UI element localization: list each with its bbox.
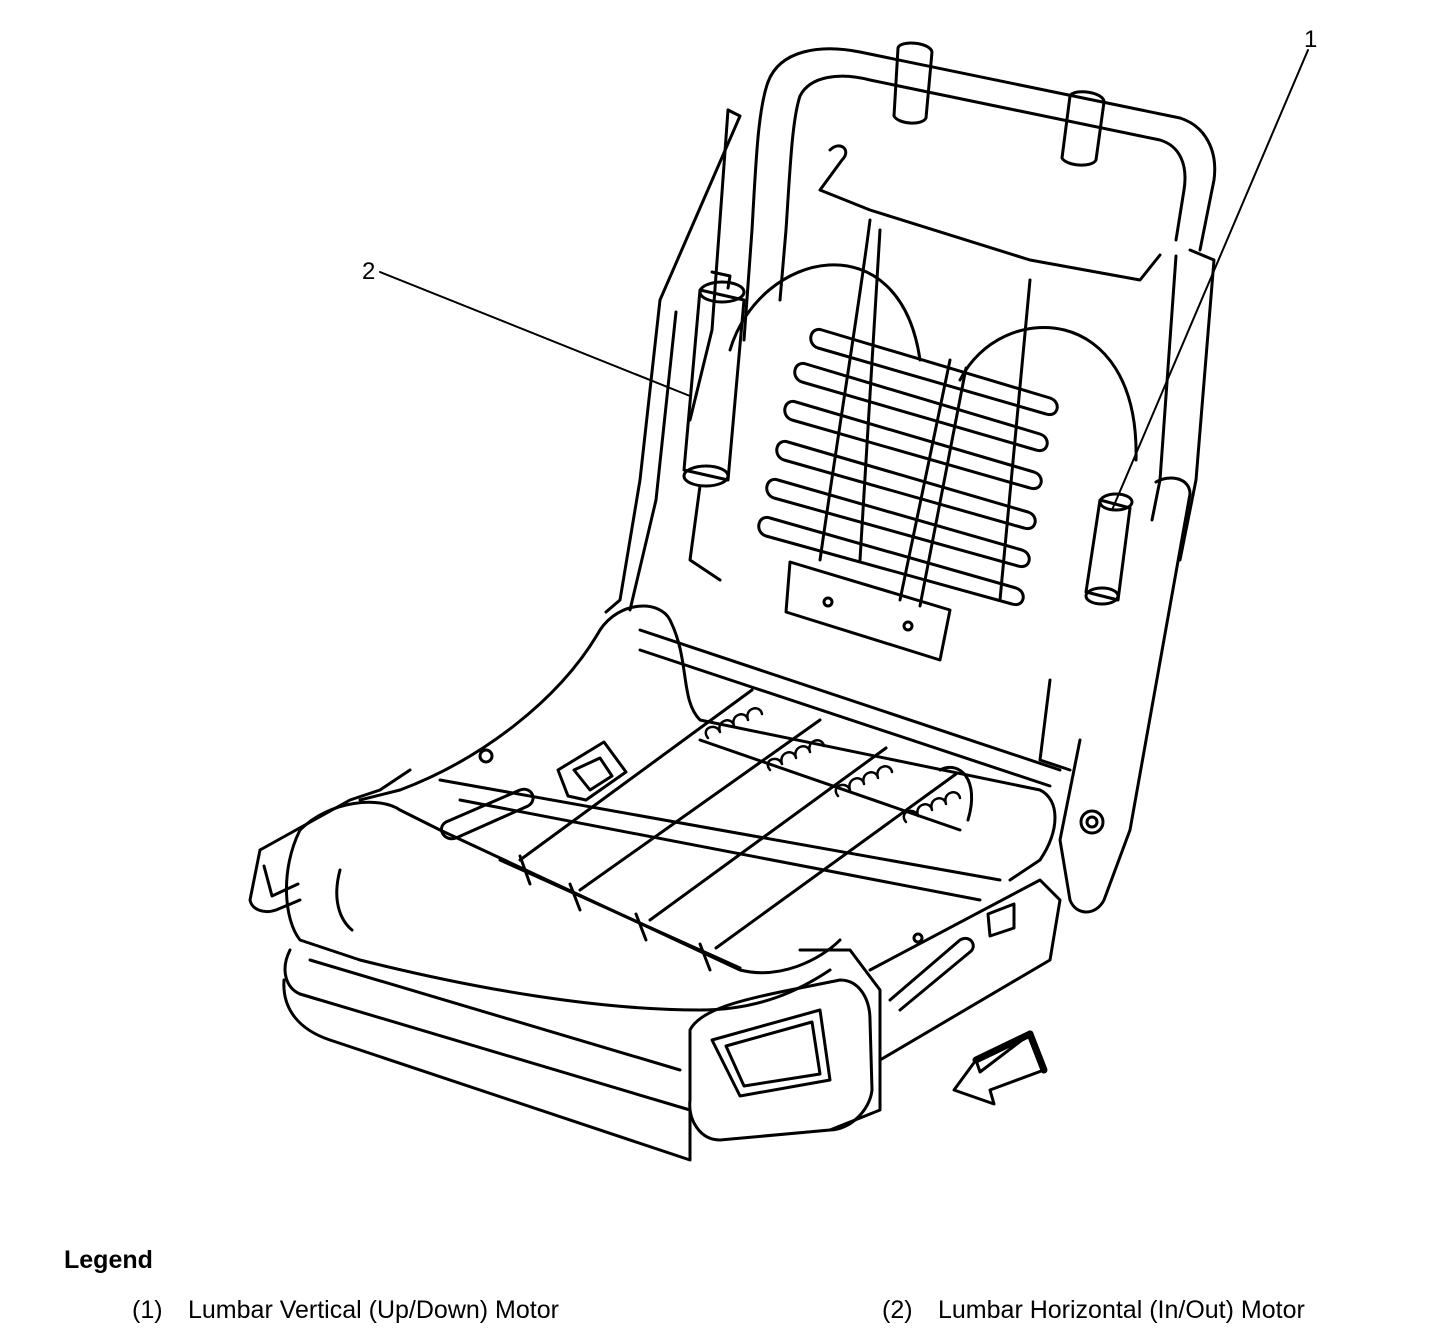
lumbar-vertical-motor bbox=[1084, 492, 1134, 606]
forward-arrow-icon bbox=[952, 1030, 1048, 1106]
leader-line-1 bbox=[1111, 49, 1309, 511]
legend-item-text: Lumbar Vertical (Up/Down) Motor bbox=[188, 1296, 559, 1324]
legend-item-number: (2) bbox=[882, 1296, 913, 1324]
leader-line-2 bbox=[379, 271, 691, 397]
legend-item-text: Lumbar Horizontal (In/Out) Motor bbox=[938, 1296, 1305, 1324]
callout-1-label: 1 bbox=[1304, 26, 1318, 53]
legend-title: Legend bbox=[64, 1246, 153, 1274]
seat-cushion-frame bbox=[358, 604, 1062, 902]
legend-item-2: (2) Lumbar Horizontal (In/Out) Motor bbox=[882, 1296, 1305, 1325]
lumbar-horizontal-motor bbox=[682, 270, 746, 582]
legend-item-1: (1) Lumbar Vertical (Up/Down) Motor bbox=[132, 1296, 559, 1325]
callout-leaders bbox=[379, 49, 1309, 511]
recliner-bracket bbox=[1038, 476, 1192, 914]
seat-frame-diagram bbox=[248, 41, 1309, 1162]
lumbar-slats bbox=[757, 327, 1059, 662]
seat-springs bbox=[498, 688, 974, 972]
callout-2-label: 2 bbox=[362, 258, 376, 285]
seat-front-cushion bbox=[248, 768, 1062, 1162]
legend-item-number: (1) bbox=[132, 1296, 163, 1324]
